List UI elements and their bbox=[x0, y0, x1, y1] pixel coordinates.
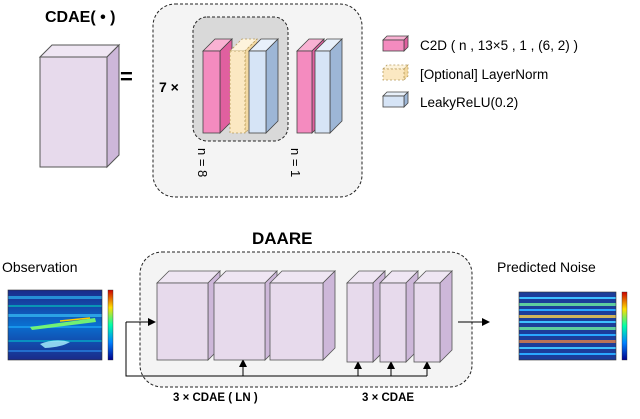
legend-act-swatch bbox=[382, 91, 409, 108]
n-label-single: n = 1 bbox=[288, 148, 303, 177]
cdae-block-2 bbox=[379, 270, 419, 363]
cdae-ln-block-3 bbox=[269, 270, 336, 361]
leakyrelu-layer-single bbox=[314, 38, 343, 134]
skip-connection-line bbox=[125, 322, 427, 377]
cdae-ln-block-2 bbox=[213, 270, 278, 361]
legend-norm-swatch bbox=[382, 64, 409, 81]
predicted-noise-label: Predicted Noise bbox=[497, 259, 596, 275]
cdae-ln-block-1 bbox=[156, 270, 221, 361]
cdae-title: CDAE( • ) bbox=[45, 9, 115, 26]
equals-sign: = bbox=[120, 64, 133, 89]
observation-label: Observation bbox=[2, 259, 77, 275]
observation-spectrogram bbox=[7, 289, 114, 361]
leakyrelu-layer-group bbox=[248, 38, 279, 134]
legend: C2D ( n , 13×5 , 1 , (6, 2) ) [Optional]… bbox=[382, 35, 578, 110]
conv-layer-group bbox=[202, 38, 233, 134]
repeat-label: 7 × bbox=[159, 79, 179, 95]
daare-title: DAARE bbox=[252, 229, 312, 248]
cdae-block-icon bbox=[38, 43, 121, 169]
cdae-ln-label: 3 × CDAE ( LN ) bbox=[173, 392, 258, 404]
n-label-group: n = 8 bbox=[195, 148, 210, 177]
cdae-label: 3 × CDAE bbox=[362, 392, 414, 404]
legend-conv-label: C2D ( n , 13×5 , 1 , (6, 2) ) bbox=[420, 38, 578, 53]
predicted-noise-spectrogram bbox=[518, 291, 628, 361]
legend-norm-label: [Optional] LayerNorm bbox=[420, 67, 548, 82]
legend-act-label: LeakyReLU(0.2) bbox=[420, 95, 518, 110]
cdae-block-3 bbox=[413, 270, 453, 363]
legend-conv-swatch bbox=[382, 35, 409, 52]
cdae-block-1 bbox=[346, 270, 386, 363]
